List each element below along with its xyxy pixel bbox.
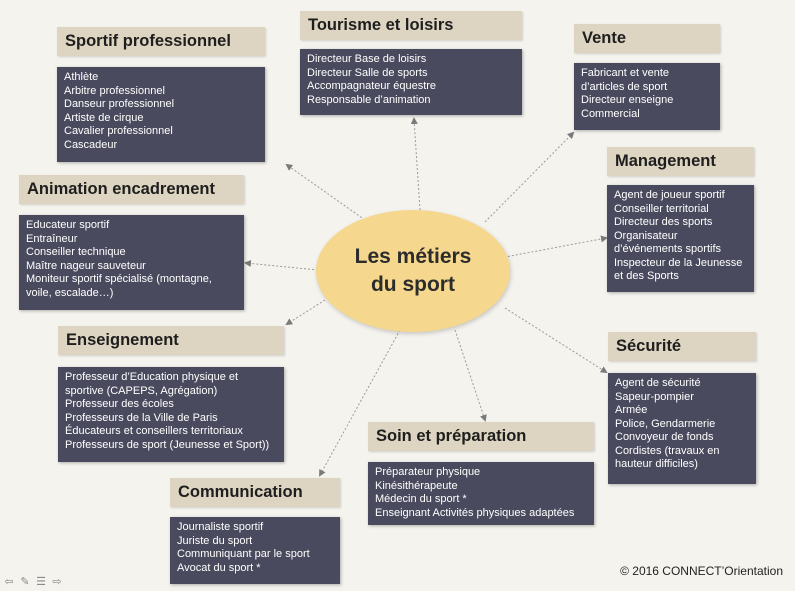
- connector-enseignement: [285, 299, 326, 326]
- category-title-enseignement: Enseignement: [58, 326, 284, 355]
- connector-vente: [484, 131, 575, 223]
- category-item: Juriste du sport: [177, 534, 253, 547]
- connector-soin: [454, 329, 487, 422]
- pen-icon[interactable]: ✎: [20, 576, 30, 588]
- category-item: Cavalier professionnel: [64, 125, 173, 137]
- category-item: Moniteur sportif spécialisé (montagne, v…: [26, 273, 212, 299]
- category-item: Armée: [615, 404, 648, 416]
- category-title-animation-encadrement: Animation encadrement: [19, 175, 244, 204]
- category-item: Police, Gendarmerie: [615, 417, 716, 430]
- category-item: Éducateurs et conseillers territoriaux: [65, 425, 243, 437]
- connector-management: [499, 235, 608, 259]
- category-item: Athlète: [64, 71, 99, 83]
- category-item: Directeur enseigne: [581, 94, 674, 106]
- category-item: Agent de joueur sportif: [614, 189, 725, 201]
- category-item: Convoyeur de fonds: [615, 431, 714, 443]
- category-item: Entraîneur: [26, 232, 78, 245]
- connector-tourisme: [410, 117, 421, 211]
- category-item: Danseur professionnel: [64, 98, 175, 110]
- category-item: Préparateur physique: [375, 466, 481, 478]
- category-item: Professeur des écoles: [65, 398, 174, 410]
- category-item: Conseiller technique: [26, 246, 126, 258]
- category-item: Arbitre professionnel: [64, 84, 165, 97]
- category-item: Agent de sécurité: [615, 377, 701, 389]
- menu-icon[interactable]: ☰: [36, 576, 46, 588]
- category-item: Cordistes (travaux en hauteur difficiles…: [615, 444, 720, 471]
- category-item: Professeurs de sport (Jeunesse et Sport)…: [65, 438, 270, 451]
- category-title-vente: Vente: [574, 24, 720, 53]
- category-item: Enseignant Activités physiques adaptées: [375, 506, 575, 519]
- central-topic-title: Les métiers du sport: [354, 245, 472, 296]
- connector-animation: [244, 260, 319, 271]
- category-item: Sapeur-pompier: [615, 390, 694, 403]
- category-item: Fabricant et vente d’articles de sport: [581, 67, 670, 93]
- category-item: Avocat du sport *: [177, 561, 261, 574]
- category-item: Directeur Base de loisirs: [307, 53, 427, 65]
- category-item: Cascadeur: [64, 138, 118, 151]
- category-item: Commercial: [581, 107, 640, 120]
- slide-toolbar: ⇦ ✎ ☰ ⇨: [2, 576, 64, 589]
- category-item: Kinésithérapeute: [375, 479, 458, 492]
- category-item: Organisateur d’événements sportifs: [614, 229, 721, 256]
- next-arrow-icon[interactable]: ⇨: [52, 576, 62, 588]
- category-box-enseignement: Professeur d’Education physique et sport…: [58, 367, 284, 462]
- category-item: Médecin du sport *: [375, 493, 467, 505]
- category-item: Conseiller territorial: [614, 202, 709, 215]
- category-title-management: Management: [607, 147, 754, 176]
- connector-sportif: [285, 163, 366, 221]
- copyright-footer: © 2016 CONNECT’Orientation: [620, 564, 783, 578]
- category-title-securite: Sécurité: [608, 332, 756, 361]
- category-item: Inspecteur de la Jeunesse et des Sports: [614, 256, 743, 283]
- connector-communication: [319, 329, 401, 477]
- category-title-communication: Communication: [170, 478, 340, 507]
- category-item: Maître nageur sauveteur: [26, 259, 146, 272]
- connector-securite: [504, 307, 608, 374]
- central-topic: Les métiers du sport: [316, 210, 510, 332]
- category-title-sportif-professionnel: Sportif professionnel: [57, 27, 265, 56]
- category-item: Professeurs de la Ville de Paris: [65, 411, 218, 424]
- category-title-soin-preparation: Soin et préparation: [368, 422, 594, 451]
- category-item: Communiquant par le sport: [177, 548, 310, 560]
- category-item: Directeur des sports: [614, 216, 713, 228]
- category-item: Artiste de cirque: [64, 111, 144, 124]
- category-title-tourisme-loisirs: Tourisme et loisirs: [300, 11, 522, 40]
- category-item: Responsable d’animation: [307, 93, 431, 106]
- category-item: Directeur Salle de sports: [307, 66, 428, 79]
- category-item: Journaliste sportif: [177, 521, 264, 533]
- category-item: Accompagnateur équestre: [307, 80, 437, 92]
- previous-arrow-icon[interactable]: ⇦: [4, 576, 14, 588]
- category-item: Professeur d’Education physique et sport…: [65, 371, 239, 397]
- category-item: Educateur sportif: [26, 219, 110, 231]
